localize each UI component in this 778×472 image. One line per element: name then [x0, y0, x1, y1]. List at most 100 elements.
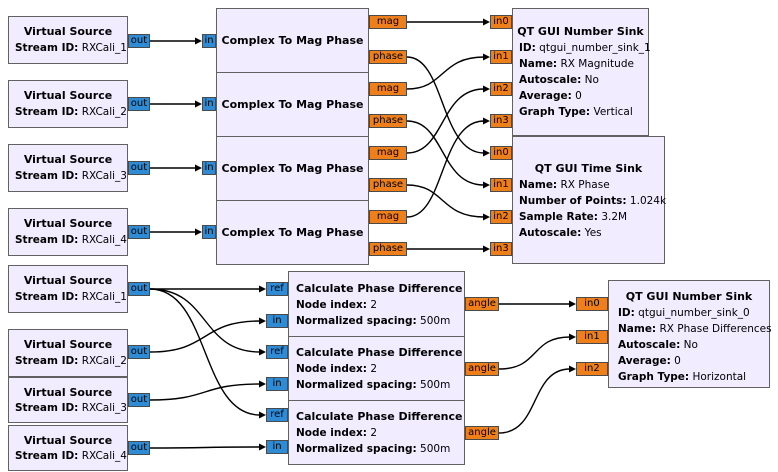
phase-port[interactable]: phase [369, 242, 407, 256]
in-port[interactable]: in [202, 225, 216, 239]
block-title: QT GUI Number Sink [625, 290, 753, 303]
stream-id-value: RXCali_3 [81, 170, 127, 182]
stream-id-value: RXCali_2 [81, 355, 127, 367]
calculate-phase-difference-block-1[interactable]: Calculate Phase Difference Node index: 2… [288, 271, 465, 337]
param-label: Stream ID: [15, 291, 79, 303]
out-port[interactable]: out [128, 282, 150, 296]
qt-gui-number-sink-block-1[interactable]: QT GUI Number Sink ID: qtgui_number_sink… [512, 8, 651, 136]
name-value: RX Phase [560, 179, 610, 191]
qt-gui-time-sink-block[interactable]: QT GUI Time Sink Name: RX Phase Number o… [512, 136, 667, 264]
in1-port[interactable]: in1 [576, 330, 608, 344]
stream-id-value: RXCali_3 [81, 402, 127, 414]
complex-to-mag-phase-block-4[interactable]: Complex To Mag Phase [216, 200, 369, 265]
param-label: Sample Rate: [519, 211, 598, 223]
ref-port[interactable]: ref [266, 408, 288, 422]
param-label: Stream ID: [15, 106, 79, 118]
wire-mag3-in2 [406, 88, 485, 154]
wire-src5-ref2 [149, 288, 261, 353]
phase-port[interactable]: phase [369, 50, 407, 64]
param-label: Stream ID: [15, 402, 79, 414]
qt-gui-number-sink-block-0[interactable]: QT GUI Number Sink ID: qtgui_number_sink… [608, 280, 772, 388]
param-label: Name: [519, 58, 558, 70]
wire-phase3-tin2 [406, 184, 485, 218]
in2-port[interactable]: in2 [576, 362, 608, 376]
mag-port[interactable]: mag [369, 146, 407, 160]
phase-port[interactable]: phase [369, 114, 407, 128]
block-title: Complex To Mag Phase [221, 226, 364, 239]
in-port[interactable]: in [202, 97, 216, 111]
mag-port[interactable]: mag [369, 82, 407, 96]
angle-port[interactable]: angle [465, 297, 499, 311]
out-port[interactable]: out [128, 345, 150, 359]
complex-to-mag-phase-block-2[interactable]: Complex To Mag Phase [216, 72, 369, 137]
in-port[interactable]: in [202, 34, 216, 48]
block-title: Virtual Source [23, 434, 113, 447]
virtual-source-block-5[interactable]: Virtual Source Stream ID: RXCali_1 [8, 265, 128, 313]
virtual-source-block-4[interactable]: Virtual Source Stream ID: RXCali_4 [8, 208, 128, 256]
angle-port[interactable]: angle [465, 426, 499, 440]
virtual-source-block-2[interactable]: Virtual Source Stream ID: RXCali_2 [8, 80, 128, 128]
in3-port[interactable]: in3 [490, 114, 512, 128]
param-label: Autoscale: [519, 227, 582, 239]
in0-port[interactable]: in0 [576, 297, 608, 311]
in-port[interactable]: in [202, 161, 216, 175]
in2-port[interactable]: in2 [490, 210, 512, 224]
param-label: ID: [618, 307, 635, 319]
in3-port[interactable]: in3 [490, 242, 512, 256]
stream-id-value: RXCali_1 [81, 42, 127, 54]
node-index-value: 2 [370, 427, 378, 439]
wire-mag2-in1 [406, 56, 485, 90]
out-port[interactable]: out [128, 393, 150, 407]
num-points-value: 1.024k [629, 195, 667, 207]
virtual-source-block-7[interactable]: Virtual Source Stream ID: RXCali_3 [8, 377, 128, 423]
complex-to-mag-phase-block-1[interactable]: Complex To Mag Phase [216, 8, 369, 73]
ref-port[interactable]: ref [266, 345, 288, 359]
phase-port[interactable]: phase [369, 178, 407, 192]
wire-src5-ref3 [149, 288, 261, 416]
virtual-source-block-6[interactable]: Virtual Source Stream ID: RXCali_2 [8, 329, 128, 377]
param-label: Stream ID: [15, 450, 79, 462]
node-index-value: 2 [370, 363, 378, 375]
spacing-value: 500m [420, 315, 451, 327]
spacing-value: 500m [420, 379, 451, 391]
param-label: Normalized spacing: [296, 379, 417, 391]
in0-port[interactable]: in0 [490, 146, 512, 160]
out-port[interactable]: out [128, 34, 150, 48]
out-port[interactable]: out [128, 97, 150, 111]
in-port[interactable]: in [266, 314, 288, 328]
virtual-source-block-1[interactable]: Virtual Source Stream ID: RXCali_1 [8, 16, 128, 64]
out-port[interactable]: out [128, 225, 150, 239]
wire-phase1-tin0 [406, 56, 485, 154]
ref-port[interactable]: ref [266, 282, 288, 296]
average-value: 0 [674, 355, 681, 367]
mag-port[interactable]: mag [369, 210, 407, 224]
in1-port[interactable]: in1 [490, 50, 512, 64]
in0-port[interactable]: in0 [490, 15, 512, 29]
mag-port[interactable]: mag [369, 15, 407, 29]
param-label: Node index: [296, 363, 367, 375]
stream-id-value: RXCali_1 [81, 291, 127, 303]
calculate-phase-difference-block-2[interactable]: Calculate Phase Difference Node index: 2… [288, 336, 465, 401]
virtual-source-block-3[interactable]: Virtual Source Stream ID: RXCali_3 [8, 144, 128, 192]
block-title: Virtual Source [23, 386, 113, 399]
in1-port[interactable]: in1 [490, 178, 512, 192]
block-title: Virtual Source [23, 153, 113, 166]
param-label: Stream ID: [15, 234, 79, 246]
param-label: Autoscale: [519, 74, 582, 86]
name-value: RX Phase Differences [659, 323, 772, 335]
in-port[interactable]: in [266, 377, 288, 391]
in-port[interactable]: in [266, 440, 288, 454]
complex-to-mag-phase-block-3[interactable]: Complex To Mag Phase [216, 136, 369, 201]
autoscale-value: Yes [584, 227, 602, 239]
block-title: Complex To Mag Phase [221, 162, 364, 175]
block-title: Virtual Source [23, 89, 113, 102]
in2-port[interactable]: in2 [490, 82, 512, 96]
param-label: Graph Type: [618, 371, 690, 383]
out-port[interactable]: out [128, 441, 150, 455]
angle-port[interactable]: angle [465, 362, 499, 376]
out-port[interactable]: out [128, 161, 150, 175]
calculate-phase-difference-block-3[interactable]: Calculate Phase Difference Node index: 2… [288, 400, 465, 465]
stream-id-value: RXCali_4 [81, 234, 127, 246]
virtual-source-block-8[interactable]: Virtual Source Stream ID: RXCali_4 [8, 425, 128, 471]
wire-src8-in3 [149, 446, 261, 449]
